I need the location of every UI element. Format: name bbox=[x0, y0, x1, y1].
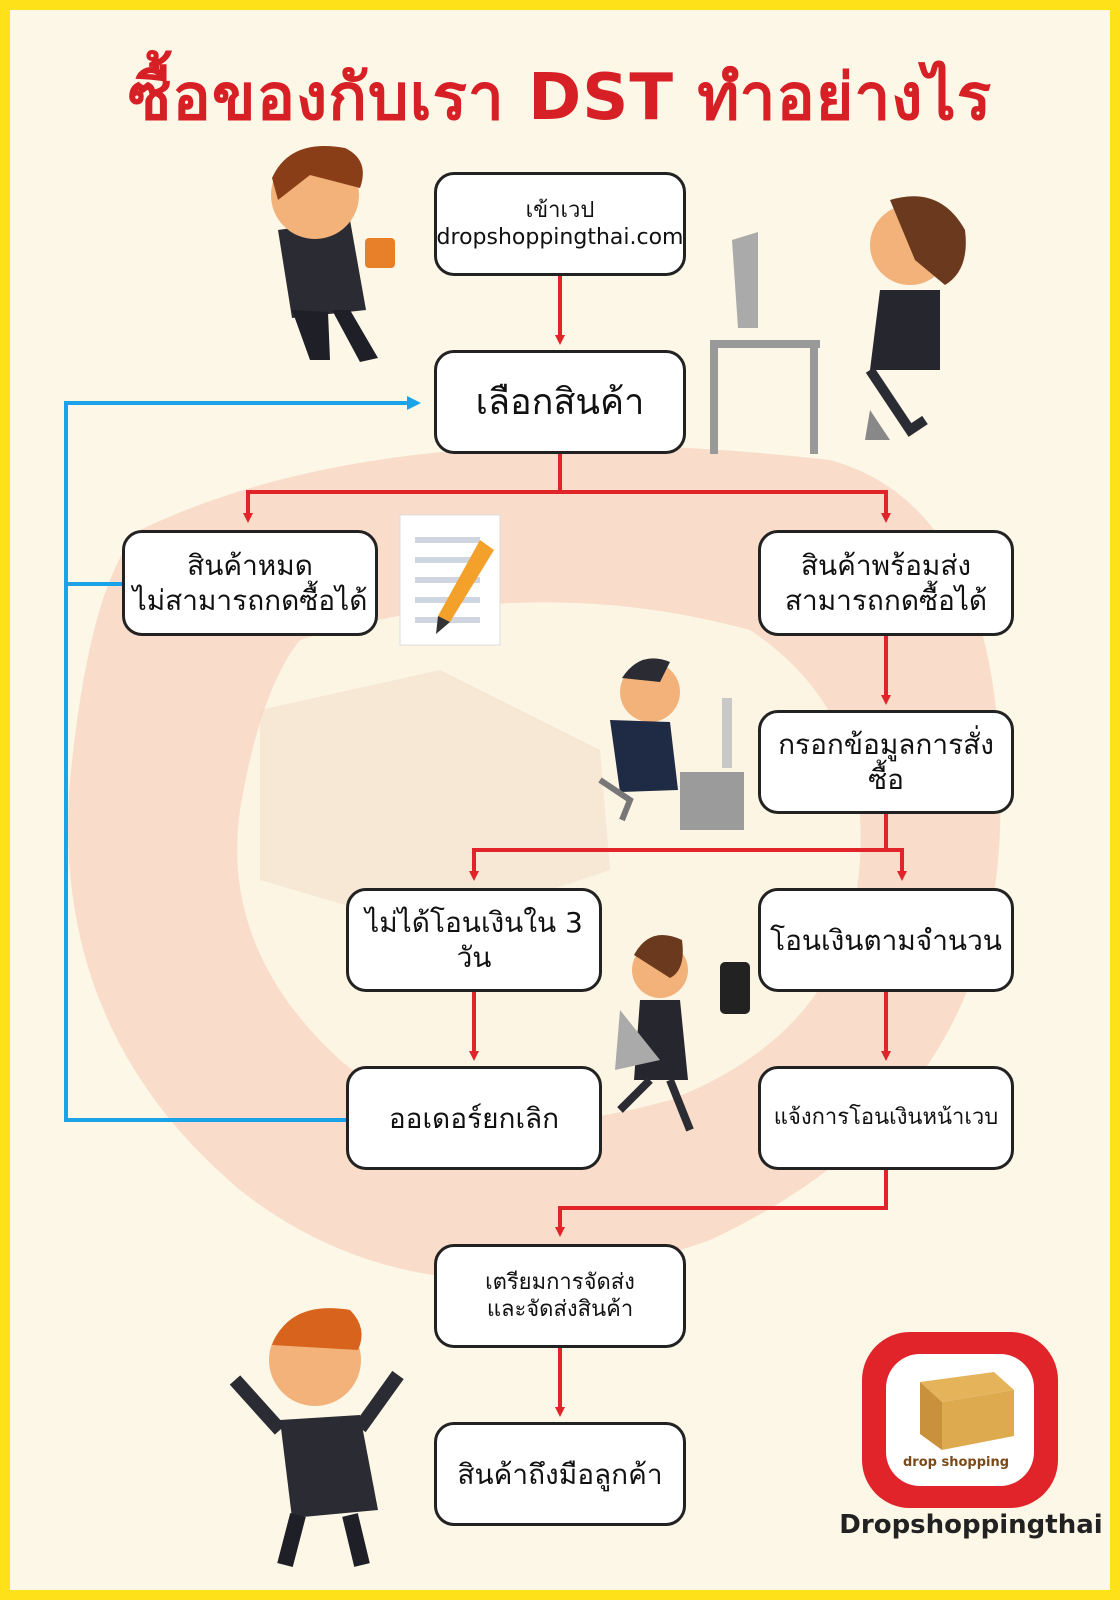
background-logo-watermark bbox=[68, 445, 1001, 1280]
step-out-of-stock-line1: สินค้าหมด bbox=[187, 549, 313, 582]
arrow-choose-split bbox=[243, 454, 562, 523]
step-delivered: สินค้าถึงมือลูกค้า bbox=[434, 1422, 686, 1526]
brand-name: Dropshoppingthai bbox=[839, 1510, 1103, 1540]
drop-shopping-logo bbox=[862, 1332, 1058, 1508]
step-visit-line1: เข้าเวป bbox=[525, 197, 595, 223]
woman-with-phone-illustration bbox=[615, 935, 750, 1132]
document-pencil-illustration bbox=[399, 514, 501, 646]
step-out-of-stock: สินค้าหมด ไม่สามารถกดซื้อได้ bbox=[122, 530, 378, 636]
man-drinking-coffee-illustration bbox=[271, 146, 395, 362]
step-visit-line2: dropshoppingthai.com bbox=[436, 225, 684, 250]
step-cancelled-label: ออเดอร์ยกเลิก bbox=[388, 1101, 560, 1135]
flow-connectors bbox=[64, 276, 907, 1417]
logo-text: drop shopping bbox=[902, 1455, 1010, 1470]
step-no-transfer: ไม่ได้โอนเงินใน 3 วัน bbox=[346, 888, 602, 992]
loop-arrow-back-to-choose bbox=[64, 396, 421, 1122]
man-typing-illustration bbox=[598, 658, 744, 830]
happy-man-illustration bbox=[229, 1308, 404, 1568]
step-notify-transfer: แจ้งการโอนเงินหน้าเวบ bbox=[758, 1066, 1014, 1170]
step-delivered-label: สินค้าถึงมือลูกค้า bbox=[457, 1457, 663, 1491]
step-fill-order-label: กรอกข้อมูลการสั่งซื้อ bbox=[778, 728, 994, 796]
step-order-cancelled: ออเดอร์ยกเลิก bbox=[346, 1066, 602, 1170]
step-transfer: โอนเงินตามจำนวน bbox=[758, 888, 1014, 992]
step-prepare-line2: และจัดส่งสินค้า bbox=[486, 1297, 634, 1322]
step-ready-line2: สามารถกดซื้อได้ bbox=[784, 584, 988, 617]
step-visit-website: เข้าเวป dropshoppingthai.com bbox=[434, 172, 686, 276]
step-ready-line1: สินค้าพร้อมส่ง bbox=[800, 549, 972, 582]
step-no-transfer-label: ไม่ได้โอนเงินใน 3 วัน bbox=[365, 906, 583, 974]
woman-at-computer-illustration bbox=[710, 196, 966, 454]
step-notify-label: แจ้งการโอนเงินหน้าเวบ bbox=[773, 1105, 999, 1131]
step-prepare-shipping: เตรียมการจัดส่ง และจัดส่งสินค้า bbox=[434, 1244, 686, 1348]
arrow-notify-to-prepare bbox=[555, 1170, 888, 1237]
step-choose-label: เลือกสินค้า bbox=[475, 381, 645, 423]
page-title: ซื้อของกับเรา DST ทำอย่างไร bbox=[127, 61, 993, 135]
step-out-of-stock-line2: ไม่สามารถกดซื้อได้ bbox=[132, 584, 368, 617]
step-choose-product: เลือกสินค้า bbox=[434, 350, 686, 454]
arrow-fill-split bbox=[469, 814, 888, 881]
step-ready-to-ship: สินค้าพร้อมส่ง สามารถกดซื้อได้ bbox=[758, 530, 1014, 636]
step-fill-order: กรอกข้อมูลการสั่งซื้อ bbox=[758, 710, 1014, 814]
illustrations bbox=[229, 146, 1058, 1568]
step-transfer-label: โอนเงินตามจำนวน bbox=[770, 923, 1002, 957]
step-prepare-line1: เตรียมการจัดส่ง bbox=[485, 1269, 635, 1295]
